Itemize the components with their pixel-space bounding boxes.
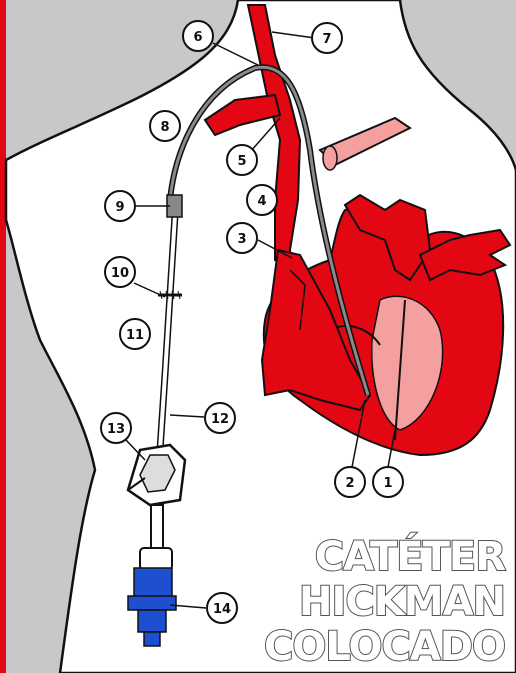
svg-text:12: 12 [211,412,229,427]
svg-text:5: 5 [237,154,246,169]
callout-6: 6 [183,21,213,51]
svg-text:4: 4 [257,194,266,209]
svg-text:7: 7 [322,32,331,47]
callout-5: 5 [227,145,257,175]
callout-4: 4 [247,185,277,215]
connector-hub [140,548,172,570]
callout-11: 11 [120,319,150,349]
callout-2: 2 [335,467,365,497]
callout-14: 14 [207,593,237,623]
title-line-2: HICKMAN [299,579,505,625]
title-line-3: COLOCADO [264,624,505,670]
callout-12: 12 [205,403,235,433]
svg-text:3: 3 [237,232,246,247]
svg-text:14: 14 [213,602,231,617]
svg-text:6: 6 [193,30,202,45]
svg-text:2: 2 [345,476,354,491]
svg-text:1: 1 [383,476,392,491]
svg-text:8: 8 [160,120,169,135]
catheter-lower [151,505,163,550]
title-line-1: CATÉTER [315,532,505,580]
svg-text:13: 13 [107,422,125,437]
callout-8: 8 [150,111,180,141]
callout-1: 1 [373,467,403,497]
svg-text:9: 9 [115,200,124,215]
azygos-vein [323,146,337,170]
callout-9: 9 [105,191,135,221]
callout-10: 10 [105,257,135,287]
callout-7: 7 [312,23,342,53]
callout-13: 13 [101,413,131,443]
svg-text:11: 11 [126,328,144,343]
left-border [0,0,6,673]
svg-text:10: 10 [111,266,129,281]
callout-3: 3 [227,223,257,253]
